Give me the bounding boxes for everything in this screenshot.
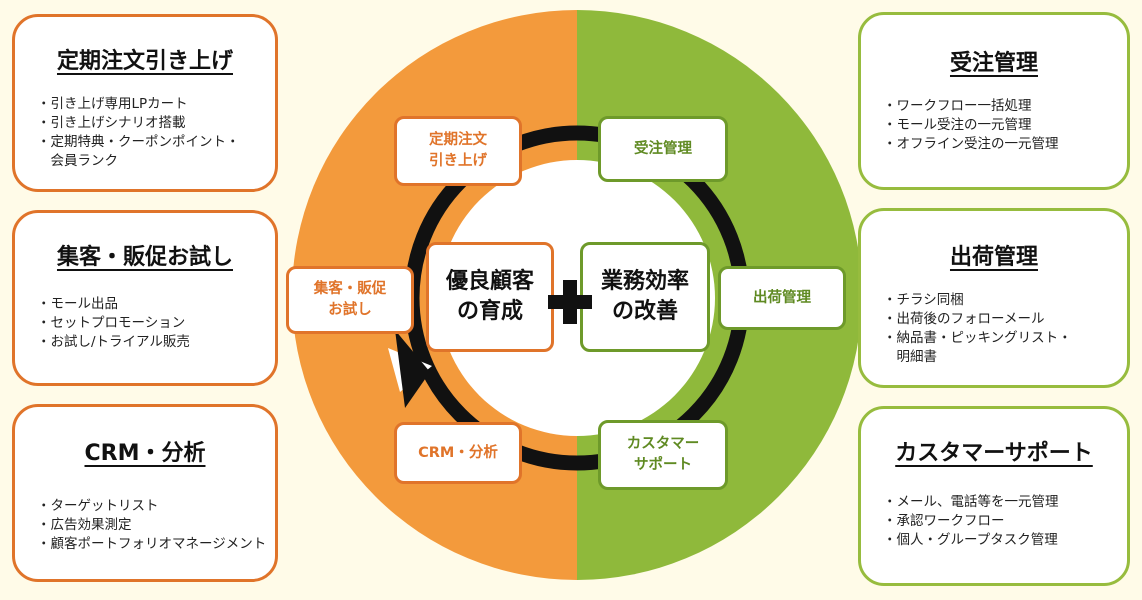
list-item: ・広告効果測定	[37, 517, 132, 533]
list-item: ・ターゲットリスト	[37, 498, 159, 514]
feature-box-acquisition: 集客・販促お試し ・モール出品 ・セットプロモーション ・お試し/トライアル販売	[12, 210, 278, 386]
feature-box-crm: CRM・分析 ・ターゲットリスト ・広告効果測定 ・顧客ポートフォリオマネージメ…	[12, 404, 278, 582]
list-item: 会員ランク	[37, 153, 118, 169]
list-item: ・ワークフロー一括処理	[883, 98, 1032, 114]
list-item: ・チラシ同梱	[883, 292, 964, 308]
feature-box-customer-support: カスタマーサポート ・メール、電話等を一元管理 ・承認ワークフロー ・個人・グル…	[858, 406, 1130, 586]
list-item: ・セットプロモーション	[37, 315, 186, 331]
list-item: ・お試し/トライアル販売	[37, 334, 190, 350]
node-periodic-order: 定期注文 引き上げ	[394, 116, 522, 186]
cycle-arrow-icon	[395, 330, 430, 408]
feature-box-shipping: 出荷管理 ・チラシ同梱 ・出荷後のフォローメール ・納品書・ピッキングリスト・ …	[858, 208, 1130, 388]
box-title: CRM・分析	[84, 441, 206, 466]
list-item: ・納品書・ピッキングリスト・	[883, 330, 1072, 346]
box-title: 定期注文引き上げ	[56, 49, 233, 74]
list-item: ・メール、電話等を一元管理	[883, 494, 1059, 510]
box-title: カスタマーサポート	[895, 441, 1093, 466]
list-item: ・出荷後のフォローメール	[883, 311, 1045, 327]
node-customer-support: カスタマー サポート	[598, 420, 728, 490]
list-item: ・引き上げ専用LPカート	[37, 96, 188, 112]
box-title: 出荷管理	[949, 245, 1038, 270]
list-item: ・オフライン受注の一元管理	[883, 136, 1059, 152]
list-item: ・モール受注の一元管理	[883, 117, 1032, 133]
list-item: ・モール出品	[37, 296, 118, 312]
center-customer-growth: 優良顧客 の育成	[426, 242, 554, 352]
node-shipping: 出荷管理	[718, 266, 846, 330]
feature-box-order-management: 受注管理 ・ワークフロー一括処理 ・モール受注の一元管理 ・オフライン受注の一元…	[858, 12, 1130, 190]
list-item: ・個人・グループタスク管理	[883, 532, 1058, 548]
box-title: 集客・販促お試し	[56, 245, 233, 270]
plus-icon	[548, 280, 592, 324]
node-order-management: 受注管理	[598, 116, 728, 182]
center-efficiency: 業務効率 の改善	[580, 242, 710, 352]
list-item: ・承認ワークフロー	[883, 513, 1005, 529]
node-crm: CRM・分析	[394, 422, 522, 484]
list-item: ・定期特典・クーポンポイント・	[37, 134, 240, 150]
list-item: ・引き上げシナリオ搭載	[37, 115, 186, 131]
box-title: 受注管理	[949, 51, 1038, 76]
feature-box-periodic-order: 定期注文引き上げ ・引き上げ専用LPカート ・引き上げシナリオ搭載 ・定期特典・…	[12, 14, 278, 192]
list-item: 明細書	[883, 349, 937, 365]
node-acquisition: 集客・販促 お試し	[286, 266, 414, 334]
list-item: ・顧客ポートフォリオマネージメント	[37, 536, 267, 552]
